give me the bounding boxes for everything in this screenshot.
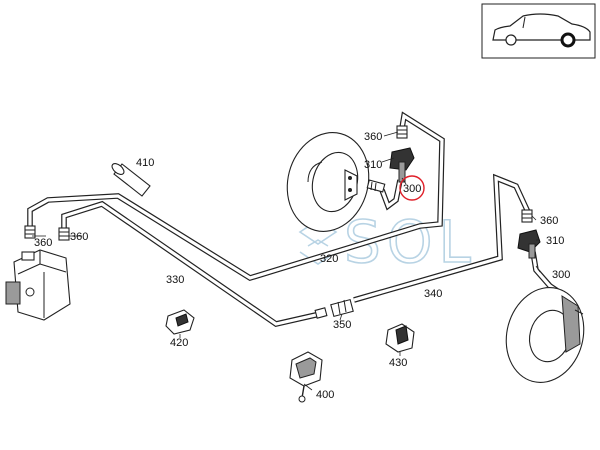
part-labels: 410 360 310 300 360 310 300 360 360 320 … xyxy=(34,131,570,401)
pipe-fittings-360 xyxy=(24,125,533,241)
fitting-360-top xyxy=(396,125,408,139)
vehicle-inset xyxy=(481,3,596,59)
label-310-top: 310 xyxy=(364,159,382,171)
pipe-sleeve-410 xyxy=(111,163,151,197)
label-360-left2: 360 xyxy=(70,231,88,243)
label-350: 350 xyxy=(333,319,351,331)
label-310-right: 310 xyxy=(546,235,564,247)
brake-pipe-330 xyxy=(61,200,321,328)
label-340: 340 xyxy=(424,288,442,300)
car-side-view-icon xyxy=(492,13,591,48)
label-300-top: 300 xyxy=(403,183,421,195)
label-320: 320 xyxy=(320,253,338,265)
hose-end-fitting-front xyxy=(366,179,386,193)
label-420: 420 xyxy=(170,337,188,349)
label-400: 400 xyxy=(316,389,334,401)
bracket-310-top xyxy=(389,147,415,183)
pipe-connector-350 xyxy=(314,298,354,319)
leader-lines xyxy=(32,131,541,391)
label-430: 430 xyxy=(389,357,407,369)
pipe-clip-420 xyxy=(165,309,195,335)
bracket-400 xyxy=(289,351,323,403)
rear-brake-disc xyxy=(505,287,585,383)
fitting-360-right xyxy=(521,209,533,223)
brake-hose-300-front xyxy=(379,179,403,211)
label-330: 330 xyxy=(166,274,184,286)
abs-hydraulic-unit xyxy=(5,249,71,321)
label-360-top: 360 xyxy=(364,131,382,143)
highlight-circle-300 xyxy=(399,175,425,201)
brake-pipe-320 xyxy=(27,111,445,282)
label-360-left1: 360 xyxy=(34,237,52,249)
pipe-clip-430 xyxy=(385,323,415,353)
label-410: 410 xyxy=(136,157,154,169)
fitting-360-left1 xyxy=(24,225,36,239)
label-360-right: 360 xyxy=(540,215,558,227)
front-brake-disc xyxy=(286,132,370,232)
brake-pipe-340 xyxy=(353,173,531,303)
label-300-right: 300 xyxy=(552,269,570,281)
bracket-310-right xyxy=(517,229,541,259)
brake-pipes xyxy=(27,111,564,328)
fitting-360-left2 xyxy=(58,227,70,241)
